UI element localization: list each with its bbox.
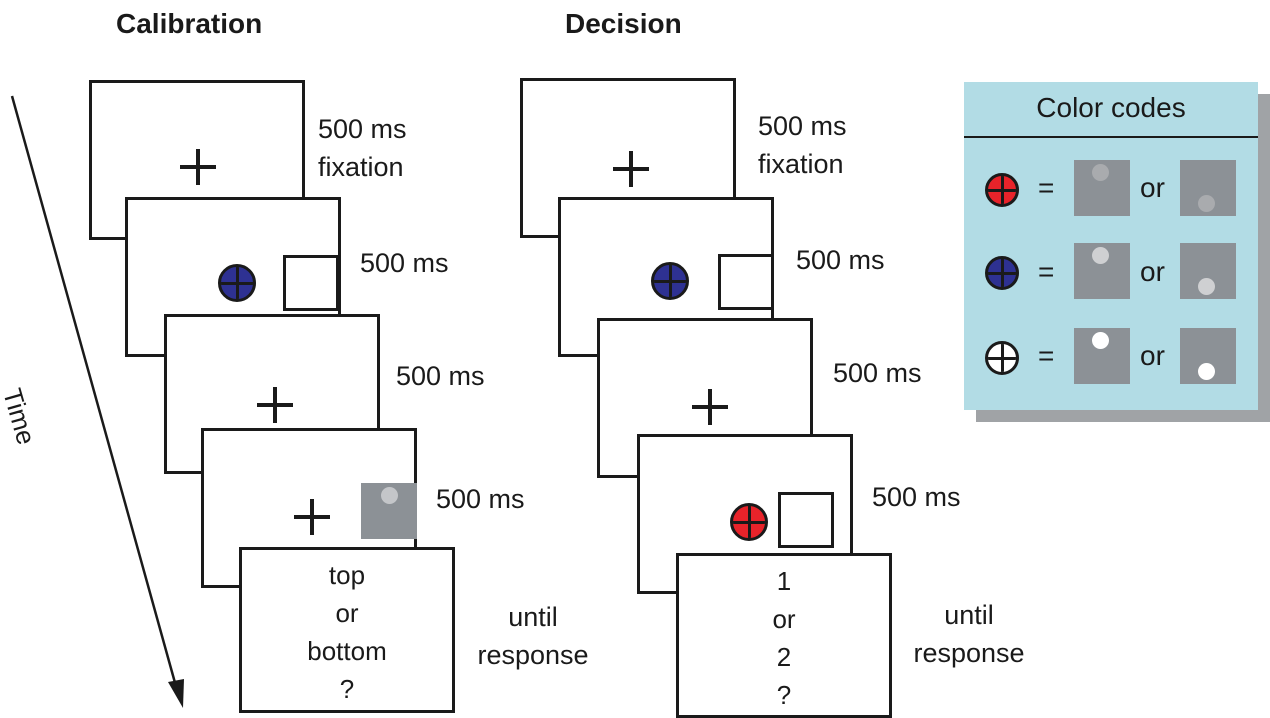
legend-or: or bbox=[1140, 256, 1165, 287]
decision-response-frame: 1 or 2 ? bbox=[676, 553, 892, 718]
calibration-response-frame: top or bottom ? bbox=[239, 547, 455, 713]
decision-frame-4-duration: 500 ms bbox=[872, 482, 961, 512]
blue-cue-icon bbox=[218, 264, 256, 302]
legend-or: or bbox=[1140, 340, 1165, 371]
stimulus-top-dot bbox=[1074, 328, 1130, 384]
fixation-cross bbox=[294, 499, 330, 535]
stimulus-dot bbox=[1092, 332, 1109, 349]
stimulus-bottom-dot bbox=[1180, 160, 1236, 216]
calibration-frame-1-duration: 500 ms fixation bbox=[318, 114, 407, 182]
calibration-title: Calibration bbox=[116, 8, 263, 39]
color-codes-legend: Color codes = or = or = or bbox=[964, 82, 1258, 410]
legend-divider bbox=[964, 136, 1258, 138]
legend-equals: = bbox=[1038, 256, 1055, 287]
response-prompt-line: top bbox=[328, 560, 366, 590]
calibration-response-duration: until response bbox=[477, 602, 589, 670]
decision-title: Decision bbox=[565, 8, 682, 39]
fixation-cross bbox=[692, 389, 728, 425]
stimulus-dot bbox=[381, 487, 398, 504]
blue-cue-icon bbox=[651, 262, 689, 300]
response-prompt-line: ? bbox=[339, 674, 355, 704]
response-prompt-line: bottom bbox=[307, 636, 387, 666]
stimulus-dot bbox=[1092, 164, 1109, 181]
stimulus-bottom-dot bbox=[1180, 328, 1236, 384]
response-prompt-line: or bbox=[772, 604, 796, 634]
empty-stimulus-box bbox=[778, 492, 834, 548]
response-prompt-line: 2 bbox=[776, 642, 792, 672]
legend-or: or bbox=[1140, 172, 1165, 203]
stimulus-top-dot bbox=[1074, 243, 1130, 299]
response-prompt-line: or bbox=[335, 598, 359, 628]
red-cue-icon bbox=[985, 173, 1019, 207]
legend-equals: = bbox=[1038, 340, 1055, 371]
gray-stimulus-top-dot bbox=[361, 483, 417, 539]
decision-frame-2-duration: 500 ms bbox=[796, 245, 885, 275]
blue-cue-icon bbox=[985, 256, 1019, 290]
stimulus-bottom-dot bbox=[1180, 243, 1236, 299]
white-cue-icon bbox=[985, 341, 1019, 375]
stimulus-dot bbox=[1092, 247, 1109, 264]
legend-equals: = bbox=[1038, 172, 1055, 203]
empty-stimulus-box bbox=[718, 254, 774, 310]
legend-title: Color codes bbox=[1036, 92, 1186, 123]
fixation-cross bbox=[257, 387, 293, 423]
response-prompt-line: ? bbox=[776, 680, 792, 710]
decision-response-duration: until response bbox=[913, 600, 1025, 668]
calibration-frame-4-duration: 500 ms bbox=[436, 484, 525, 514]
response-prompt-line: 1 bbox=[776, 566, 792, 596]
decision-frame-3-duration: 500 ms bbox=[833, 358, 922, 388]
stimulus-dot bbox=[1198, 278, 1215, 295]
stimulus-top-dot bbox=[1074, 160, 1130, 216]
fixation-cross bbox=[613, 151, 649, 187]
red-cue-icon bbox=[730, 503, 768, 541]
calibration-frame-3-duration: 500 ms bbox=[396, 361, 485, 391]
calibration-frame-2-duration: 500 ms bbox=[360, 248, 449, 278]
fixation-cross bbox=[180, 149, 216, 185]
decision-frame-1-duration: 500 ms fixation bbox=[758, 111, 847, 179]
stimulus-dot bbox=[1198, 363, 1215, 380]
empty-stimulus-box bbox=[283, 255, 339, 311]
stimulus-dot bbox=[1198, 195, 1215, 212]
